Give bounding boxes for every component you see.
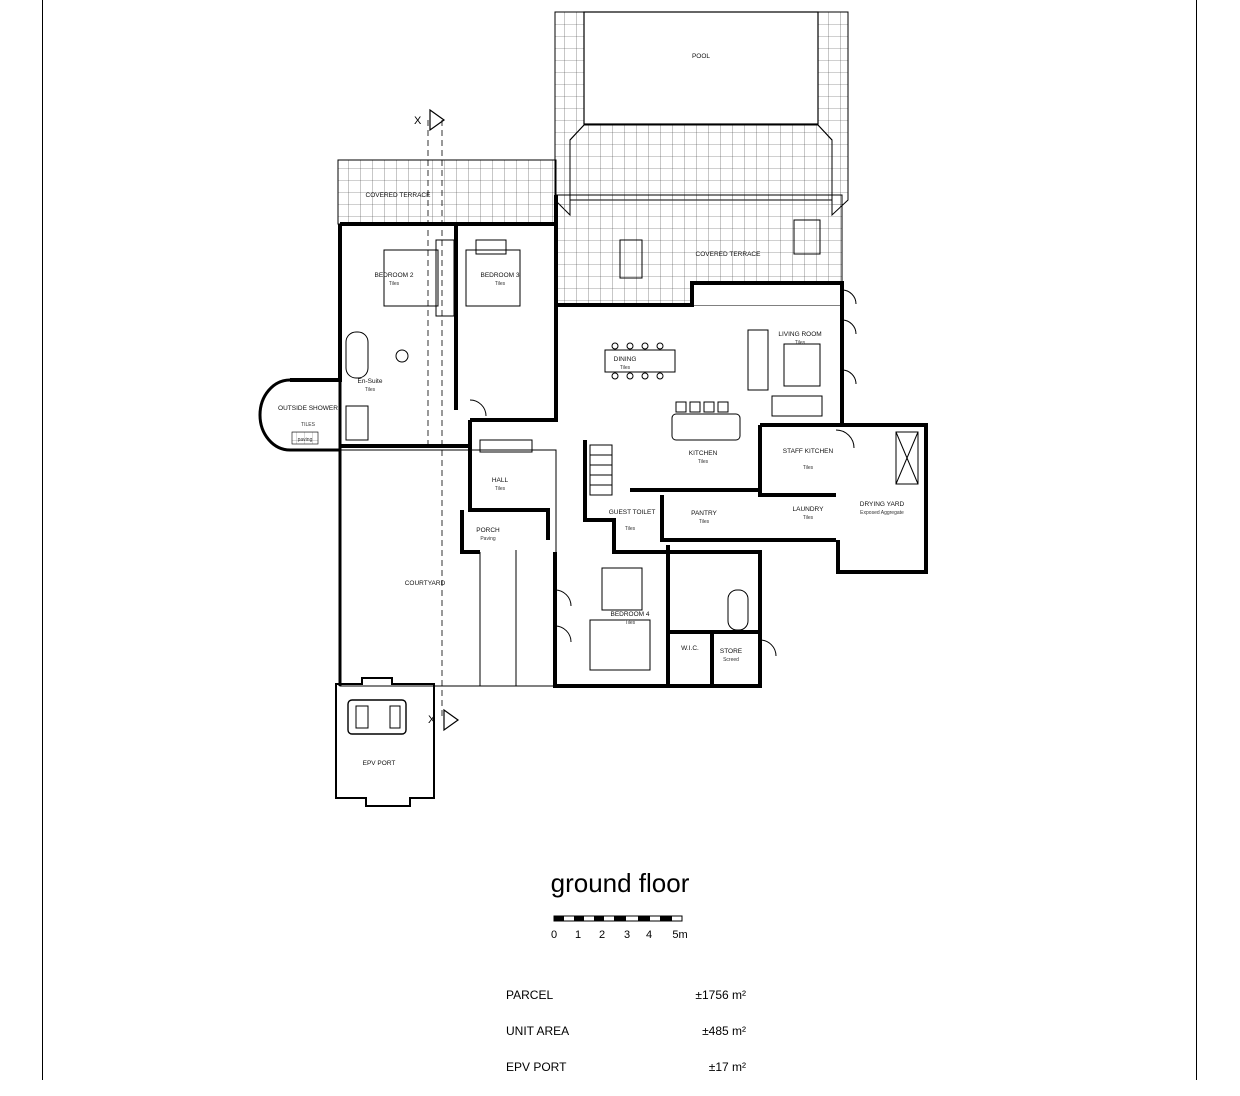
drawing-title: ground floor: [550, 868, 690, 898]
courtyard-outline: [338, 120, 557, 720]
room-label-covered-terrace-main: COVERED TERRACE: [696, 251, 762, 258]
room-label-outside-shower: OUTSIDE SHOWER: [278, 405, 338, 412]
terrace-paving: [337, 159, 843, 306]
room-finish-bedroom4: Tiles: [625, 620, 636, 626]
scale-tick-1: 1: [575, 929, 581, 941]
room-finish-hall: Tiles: [495, 486, 506, 492]
room-label-bedroom2: BEDROOM 2: [374, 272, 413, 279]
room-label-paving: paving: [298, 437, 313, 443]
room-label-store: STORE: [720, 648, 743, 655]
room-labels: POOL COVERED TERRACE COVERED TERRACE BED…: [278, 53, 904, 767]
room-finish-bedroom3: Tiles: [495, 281, 506, 287]
outside-shower: [258, 378, 342, 452]
area-schedule: PARCEL ±1756 m² UNIT AREA ±485 m² EPV PO…: [506, 988, 746, 1096]
area-label: PARCEL: [506, 988, 554, 1002]
area-value: ±17 m²: [708, 1060, 746, 1074]
room-label-staff-kitchen: STAFF KITCHEN: [783, 448, 834, 455]
room-label-dining: DINING: [614, 356, 637, 363]
room-label-covered-terrace-left: COVERED TERRACE: [366, 192, 432, 199]
room-label-kitchen: KITCHEN: [689, 450, 718, 457]
room-label-guest-toilet: GUEST TOILET: [609, 509, 656, 516]
sheet-border-left: [42, 0, 43, 1080]
room-finish-outside-shower: TILES: [301, 422, 316, 428]
section-marker-bottom: X: [428, 708, 460, 732]
room-finish-living-room: Tiles: [795, 340, 806, 346]
svg-text:X: X: [414, 115, 422, 127]
pool-water: [583, 11, 819, 125]
room-label-bedroom4: BEDROOM 4: [610, 611, 649, 618]
room-label-en-suite: En-Suite: [358, 378, 383, 385]
room-finish-store: Screed: [723, 657, 739, 663]
area-label: UNIT AREA: [506, 1024, 570, 1038]
svg-text:X: X: [428, 714, 436, 726]
room-finish-porch: Paving: [480, 536, 496, 542]
scale-bar: 0 1 2 3 4 5m: [551, 915, 688, 941]
scale-tick-5m: 5m: [672, 929, 687, 941]
room-label-pantry: PANTRY: [691, 510, 717, 517]
room-finish-kitchen: Tiles: [698, 459, 709, 465]
room-label-drying-yard: DRYING YARD: [860, 501, 905, 508]
furniture: [345, 219, 919, 671]
pool-deck: [554, 11, 849, 217]
room-finish-bedroom2: Tiles: [389, 281, 400, 287]
area-value: ±485 m²: [702, 1024, 746, 1038]
area-row-parcel: PARCEL ±1756 m²: [506, 988, 746, 1024]
scale-tick-0: 0: [551, 929, 557, 941]
car-icon: [347, 699, 407, 735]
room-finish-pantry: Tiles: [699, 519, 710, 525]
room-finish-en-suite: Tiles: [365, 387, 376, 393]
epv-port: [335, 677, 435, 807]
room-label-epv-port: EPV PORT: [363, 760, 396, 767]
room-label-hall: HALL: [492, 477, 509, 484]
area-value: ±1756 m²: [695, 988, 746, 1002]
area-label: EPV PORT: [506, 1060, 567, 1074]
room-label-laundry: LAUNDRY: [793, 506, 825, 513]
room-label-bedroom3: BEDROOM 3: [480, 272, 519, 279]
room-label-living-room: LIVING ROOM: [778, 331, 821, 338]
scale-tick-3: 3: [624, 929, 630, 941]
area-row-unit-area: UNIT AREA ±485 m²: [506, 1024, 746, 1060]
room-label-pool: POOL: [692, 53, 710, 60]
room-finish-dining: Tiles: [620, 365, 631, 371]
exterior-walls: [290, 195, 928, 688]
area-row-epv-port: EPV PORT ±17 m²: [506, 1060, 746, 1096]
scale-tick-4: 4: [646, 929, 652, 941]
room-finish-staff-kitchen: Tiles: [803, 465, 814, 471]
room-finish-laundry: Tiles: [803, 515, 814, 521]
room-finish-guest-toilet: Tiles: [625, 526, 636, 532]
room-label-courtyard: COURTYARD: [405, 580, 446, 587]
room-label-wic: W.I.C.: [681, 645, 699, 652]
room-finish-drying-yard: Exposed Aggregate: [860, 510, 904, 516]
sheet-border-right: [1196, 0, 1197, 1080]
room-label-porch: PORCH: [476, 527, 500, 534]
scale-tick-2: 2: [599, 929, 605, 941]
section-marker-top: X: [414, 108, 446, 132]
